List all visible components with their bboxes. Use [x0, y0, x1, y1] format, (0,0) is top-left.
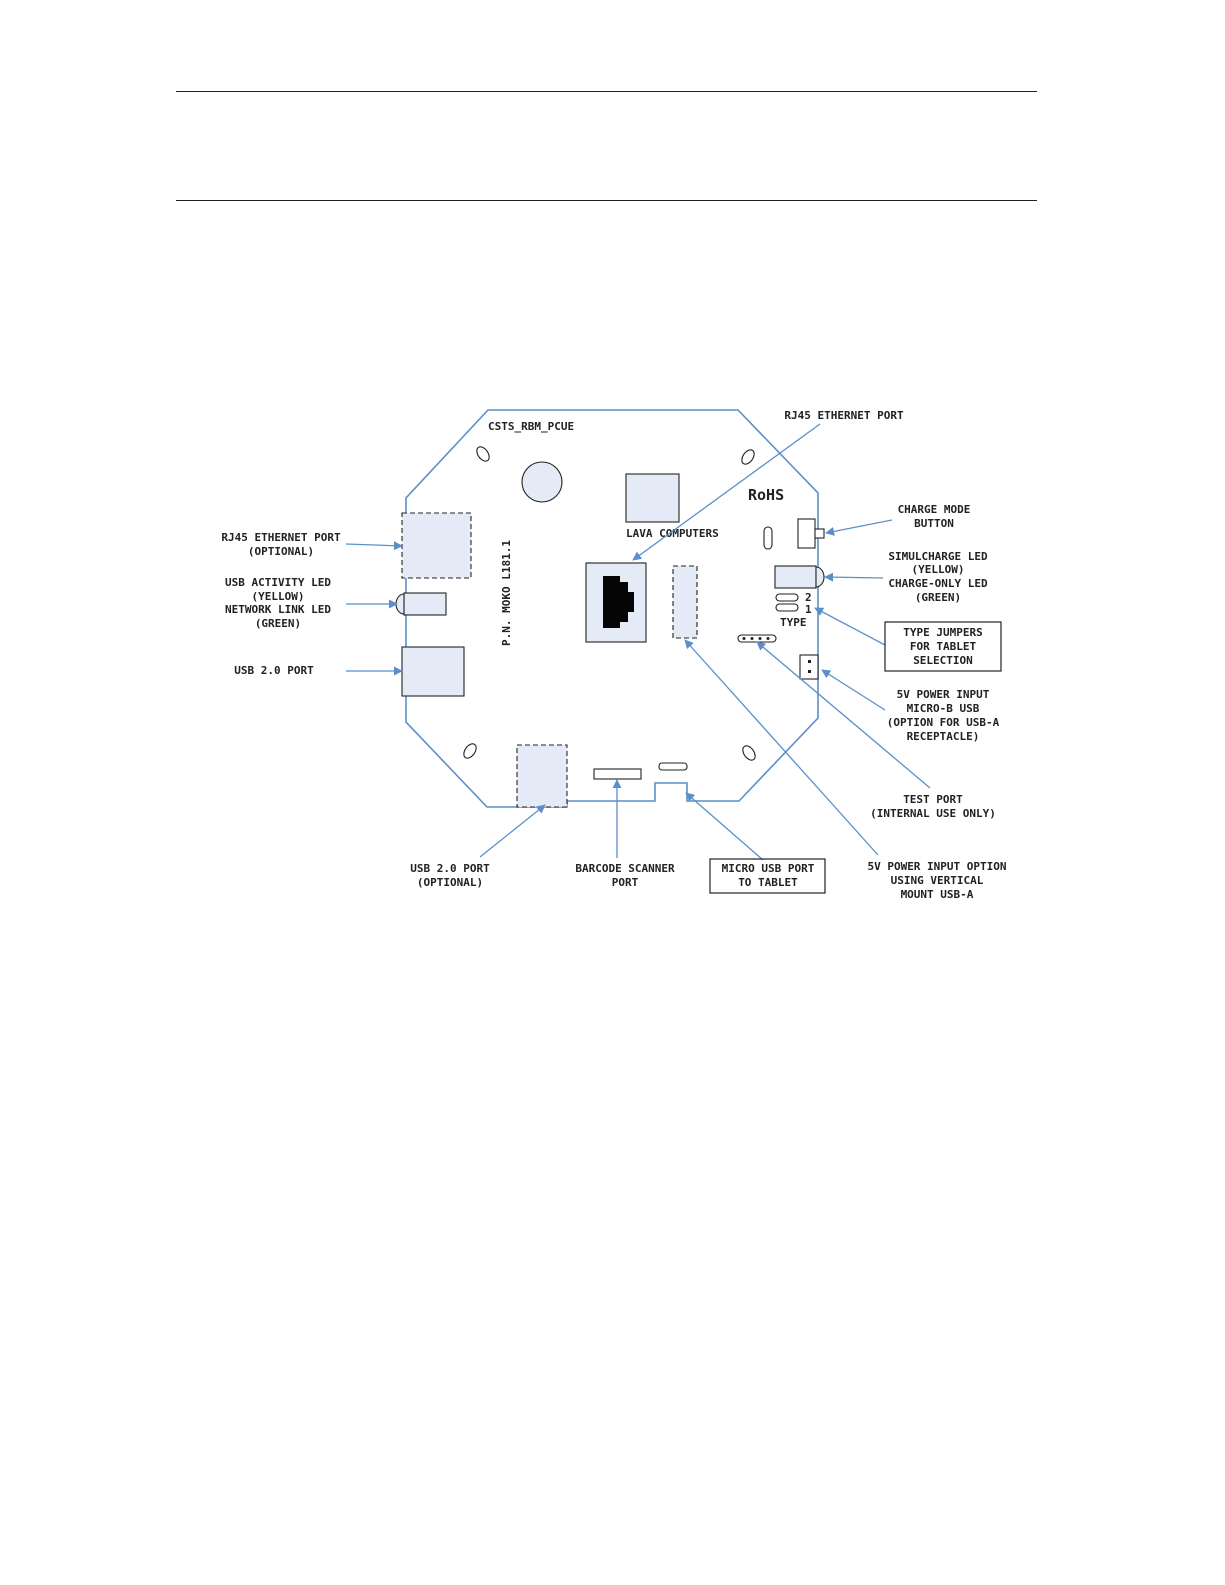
- callout-usb-optional-1: USB 2.0 PORT: [410, 862, 490, 875]
- rj45-optional-footprint: [401, 512, 472, 579]
- type-jumper-2: [775, 593, 799, 602]
- callout-power-option-3: MOUNT USB-A: [901, 888, 974, 901]
- callout-rj45-optional-2: (OPTIONAL): [248, 545, 314, 558]
- arrow-rj45-top: [632, 423, 821, 561]
- callout-micro-usb-2: TO TABLET: [738, 876, 798, 889]
- power-input-pin-top: [808, 660, 811, 663]
- mount-hole-top-right: [741, 449, 755, 465]
- type-1-label: 1: [805, 603, 812, 616]
- arrow-charge-mode: [825, 519, 893, 536]
- mount-hole-bottom-right: [742, 745, 756, 761]
- usb-activity-led-dome: [395, 593, 405, 615]
- usb-optional-footprint: [516, 744, 568, 808]
- callout-power-option-1: 5V POWER INPUT OPTION: [867, 860, 1006, 873]
- callout-usb-optional-2: (OPTIONAL): [417, 876, 483, 889]
- mount-hole-bottom-left: [463, 743, 477, 759]
- type-jumper-1: [775, 603, 799, 612]
- simulcharge-led-dome: [815, 566, 825, 588]
- callout-power-input-1: 5V POWER INPUT: [897, 688, 990, 701]
- power-input-connector: [799, 654, 819, 680]
- type-2-label: 2: [805, 591, 812, 604]
- brand-label: LAVA COMPUTERS: [626, 527, 719, 540]
- callout-usb-led-2: (YELLOW): [252, 590, 305, 603]
- callout-barcode-1: BARCODE SCANNER: [575, 862, 675, 875]
- callout-power-input-4: RECEPTACLE): [907, 730, 980, 743]
- callout-micro-usb-1: MICRO USB PORT: [722, 862, 815, 875]
- barcode-port-connector: [593, 768, 642, 780]
- type-title-label: TYPE: [780, 616, 807, 629]
- callout-usb-led-1: USB ACTIVITY LED: [225, 576, 331, 589]
- callout-test-port-2: (INTERNAL USE ONLY): [870, 807, 996, 820]
- mount-hole-top-left: [476, 446, 490, 462]
- usb-a-vertical-footprint: [672, 565, 698, 639]
- part-number-label: P.N. MOKO L181.1: [500, 540, 513, 646]
- arrow-micro-usb: [685, 792, 764, 861]
- callout-power-option-2: USING VERTICAL: [891, 874, 984, 887]
- callout-type-jumpers-2: FOR TABLET: [910, 640, 977, 653]
- arrow-test-port: [756, 641, 931, 789]
- power-input-pin-bottom: [808, 670, 811, 673]
- callout-test-port-1: TEST PORT: [903, 793, 963, 806]
- callout-simulcharge-1: SIMULCHARGE LED: [888, 550, 988, 563]
- callout-type-jumpers-1: TYPE JUMPERS: [903, 626, 982, 639]
- rohs-label: RoHS: [748, 486, 784, 504]
- callout-power-input-2: MICRO-B USB: [907, 702, 980, 715]
- test-port-pins: [742, 637, 770, 640]
- arrow-rj45-optional: [345, 541, 403, 551]
- callout-simulcharge-3: CHARGE-ONLY LED: [888, 577, 988, 590]
- callout-type-jumpers-3: SELECTION: [913, 654, 973, 667]
- callout-barcode-2: PORT: [612, 876, 639, 889]
- callout-simulcharge-2: (YELLOW): [912, 563, 965, 576]
- header-rule-bottom: [176, 200, 1037, 201]
- lava-chip: [625, 473, 680, 523]
- callout-usb-port: USB 2.0 PORT: [234, 664, 314, 677]
- callout-charge-mode-2: BUTTON: [914, 517, 954, 530]
- callout-charge-mode-1: CHARGE MODE: [898, 503, 971, 516]
- callout-usb-led-4: (GREEN): [255, 617, 301, 630]
- callout-rj45-optional-1: RJ45 ETHERNET PORT: [221, 531, 341, 544]
- arrow-usb-optional: [479, 804, 546, 858]
- board-name-label: CSTS_RBM_PCUE: [488, 420, 574, 433]
- type-jumpers-box: [884, 621, 1002, 672]
- callout-power-input-3: (OPTION FOR USB-A: [887, 716, 1000, 729]
- header-rule-top: [176, 91, 1037, 92]
- buzzer-circle: [521, 461, 563, 503]
- callout-usb-led-3: NETWORK LINK LED: [225, 603, 331, 616]
- micro-usb-box: [709, 858, 826, 894]
- charge-mode-switch: [797, 518, 816, 549]
- arrow-simulcharge: [824, 572, 884, 582]
- arrow-power-option: [684, 639, 879, 856]
- charge-mode-switch-knob: [814, 528, 825, 539]
- usb-2-port: [401, 646, 465, 697]
- arrow-type-jumpers: [814, 607, 886, 646]
- jumper-outline: [763, 526, 773, 550]
- arrow-power-input: [821, 669, 886, 711]
- rj45-port-socket: [603, 576, 634, 628]
- callout-simulcharge-4: (GREEN): [915, 591, 961, 604]
- usb-activity-led-block: [403, 592, 447, 616]
- callout-rj45-top: RJ45 ETHERNET PORT: [784, 409, 904, 422]
- micro-usb-connector: [658, 762, 688, 771]
- simulcharge-led-block: [774, 565, 817, 589]
